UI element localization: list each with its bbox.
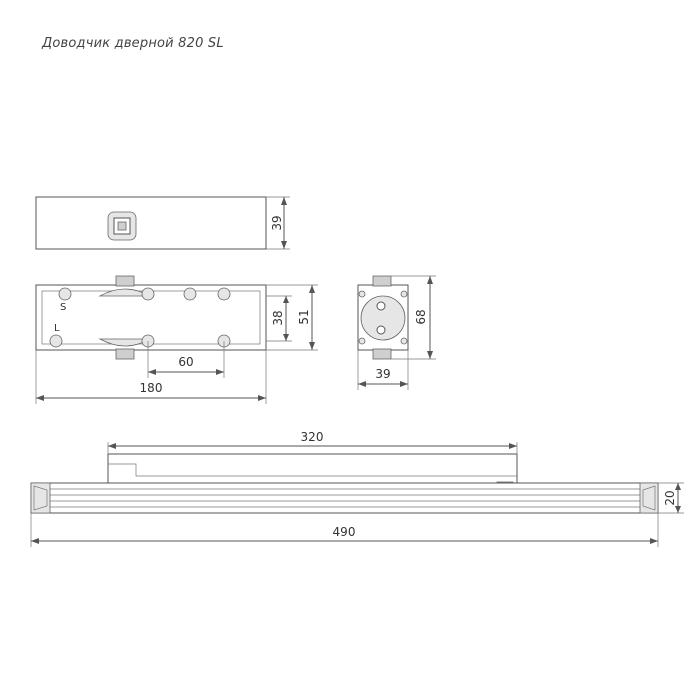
dim-label-rail-length: 490 <box>333 525 356 539</box>
marking-s: S <box>60 302 66 313</box>
dim-label-side-height: 68 <box>414 309 428 324</box>
rail-body <box>30 482 659 514</box>
slider-arm <box>107 453 518 485</box>
dim-label-rail-height: 20 <box>663 490 677 505</box>
front-view-bottom-lug <box>115 348 135 360</box>
dim-label-slider-length: 320 <box>301 430 324 444</box>
screw <box>58 287 72 301</box>
dim-label-outer-height: 51 <box>297 309 311 324</box>
side-view-disc <box>360 295 406 341</box>
top-view-body <box>35 196 267 250</box>
front-view-top-lug <box>115 275 135 287</box>
screw <box>183 287 197 301</box>
dim-label-top-height: 39 <box>270 215 284 230</box>
screw <box>217 287 231 301</box>
dim-label-inner-height: 38 <box>271 310 285 325</box>
dim-label-body-length: 180 <box>140 381 163 395</box>
dim-label-side-width: 39 <box>375 367 390 381</box>
screw <box>141 287 155 301</box>
drawing-title: Доводчик дверной 820 SL <box>42 36 224 51</box>
side-view: 68 39 <box>357 275 436 390</box>
dim-label-hole-spacing: 60 <box>178 355 193 369</box>
front-view: S L 38 51 60 180 <box>35 275 318 404</box>
top-view: 39 <box>35 196 290 250</box>
marking-l: L <box>54 323 60 334</box>
rail-view: 320 20 490 <box>30 430 684 547</box>
screw <box>49 334 63 348</box>
